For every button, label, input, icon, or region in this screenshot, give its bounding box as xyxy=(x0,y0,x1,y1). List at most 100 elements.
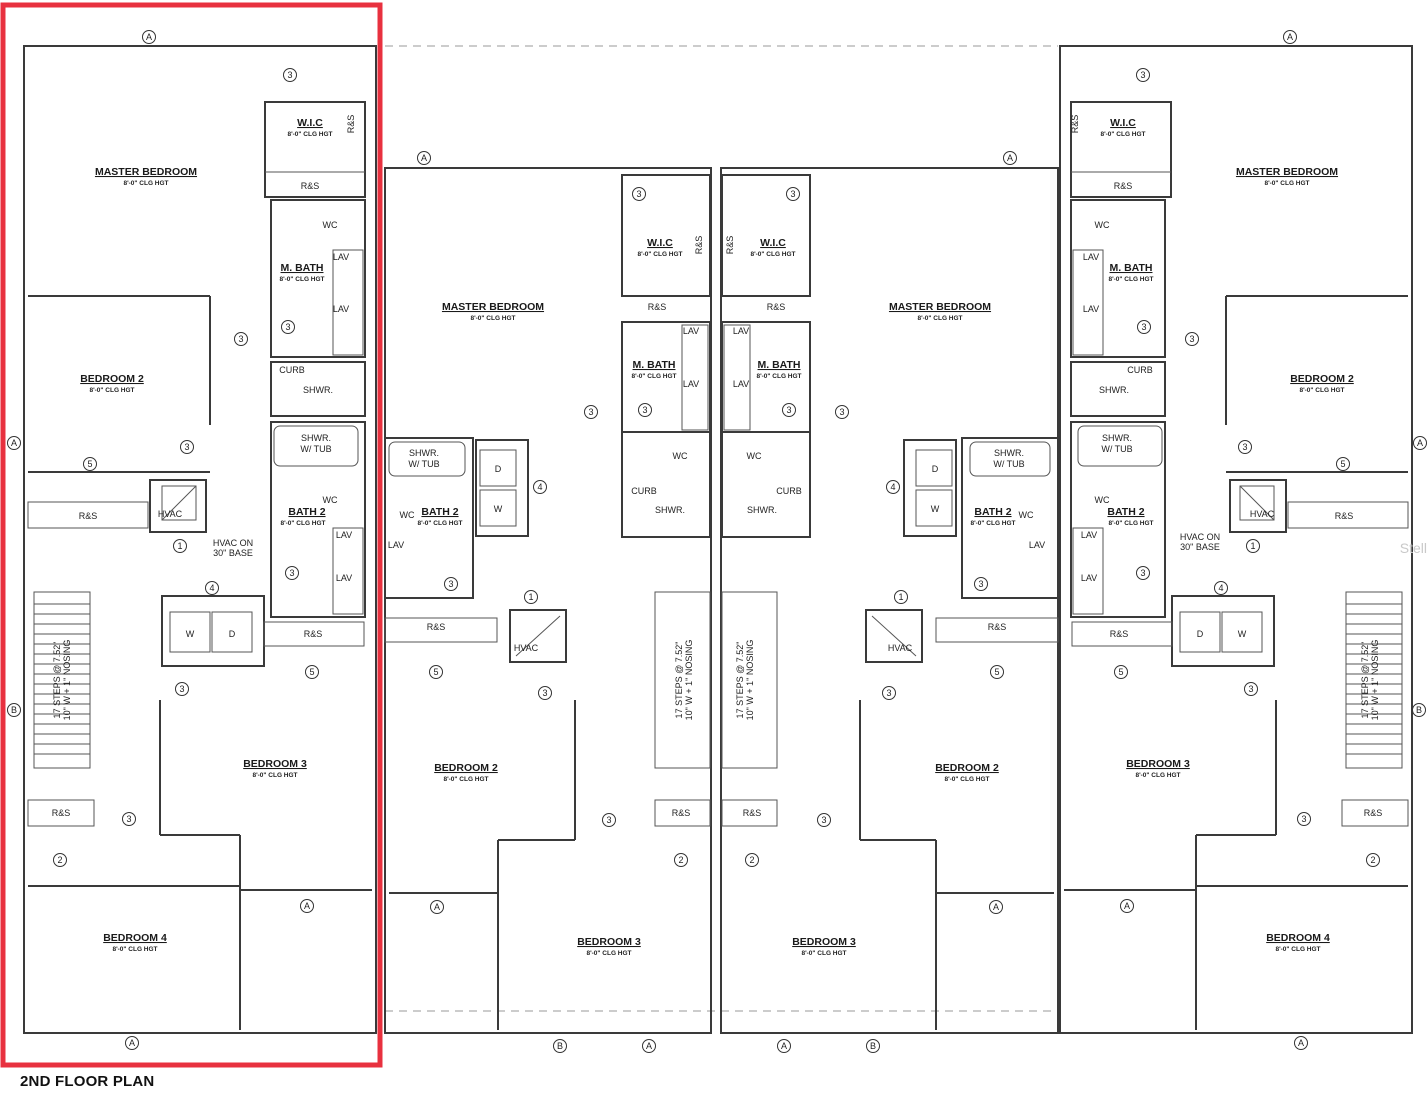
ceiling-height: 8'-0" CLG HGT xyxy=(280,520,325,527)
hvac-diagonal xyxy=(1239,485,1275,521)
lav-label: LAV xyxy=(1083,252,1099,262)
m-bath-1 xyxy=(270,199,366,358)
tag-a-label: A xyxy=(1007,153,1013,163)
hvac-label: HVAC xyxy=(1250,509,1275,519)
hvac-note: 30" BASE xyxy=(1180,542,1220,552)
tub xyxy=(388,441,466,477)
tag-4-label: 4 xyxy=(537,482,542,492)
shower-label: SHWR. xyxy=(303,385,333,395)
stairs-note: 17 STEPS @ 7.52" xyxy=(52,642,62,719)
shower-4 xyxy=(1070,361,1166,417)
shower-label: SHWR. xyxy=(655,505,685,515)
rs-shelf xyxy=(721,799,778,827)
tag-3 xyxy=(1238,440,1252,454)
tag-3 xyxy=(234,332,248,346)
stairs-3 xyxy=(721,591,778,769)
tag-3-label: 3 xyxy=(287,70,292,80)
tag-3-label: 3 xyxy=(636,189,641,199)
tag-3 xyxy=(285,566,299,580)
hvac-closet-2 xyxy=(509,609,567,663)
tag-1-label: 1 xyxy=(898,592,903,602)
dryer-label: D xyxy=(495,464,502,474)
tag-3-label: 3 xyxy=(285,322,290,332)
rs-shelf xyxy=(27,799,95,827)
stairs-note: 10" W + 1" NOSING xyxy=(62,640,72,721)
ceiling-height: 8'-0" CLG HGT xyxy=(1108,276,1153,283)
bedroom-2-label: BEDROOM 2 xyxy=(1290,373,1354,385)
tag-b xyxy=(7,703,21,717)
ceiling-height: 8'-0" CLG HGT xyxy=(252,772,297,779)
hvac-closet-3 xyxy=(865,609,923,663)
curb-label: CURB xyxy=(279,365,305,375)
tag-3-label: 3 xyxy=(790,189,795,199)
tag-3-label: 3 xyxy=(1248,684,1253,694)
ceiling-height: 8'-0" CLG HGT xyxy=(1275,946,1320,953)
master-bedroom-label: MASTER BEDROOM xyxy=(889,301,991,313)
master-bedroom-label: MASTER BEDROOM xyxy=(442,301,544,313)
tag-a xyxy=(1120,899,1134,913)
wic-label: W.I.C xyxy=(760,237,786,249)
dryer xyxy=(479,449,517,487)
tag-3 xyxy=(283,68,297,82)
rs-label: R&S xyxy=(304,629,323,639)
ceiling-height: 8'-0" CLG HGT xyxy=(586,950,631,957)
washer xyxy=(1221,611,1263,653)
tag-3 xyxy=(538,686,552,700)
tag-3 xyxy=(584,405,598,419)
hvac-closet-4 xyxy=(1229,479,1287,533)
tag-4 xyxy=(886,480,900,494)
laundry-2 xyxy=(475,439,529,537)
tag-a xyxy=(300,899,314,913)
tag-5-label: 5 xyxy=(433,667,438,677)
tag-3 xyxy=(817,813,831,827)
tag-1 xyxy=(1246,539,1260,553)
wic-3 xyxy=(721,174,811,297)
tag-3-label: 3 xyxy=(821,815,826,825)
tag-2 xyxy=(53,853,67,867)
lav-label: LAV xyxy=(1081,573,1097,583)
tag-a-label: A xyxy=(1298,1038,1304,1048)
tag-a-label: A xyxy=(781,1041,787,1051)
rs-label: R&S xyxy=(694,236,704,255)
dryer-label: D xyxy=(932,464,939,474)
vanity xyxy=(1072,527,1104,615)
tag-3-label: 3 xyxy=(839,407,844,417)
ceiling-height: 8'-0" CLG HGT xyxy=(1299,387,1344,394)
tag-5 xyxy=(990,665,1004,679)
bath-2-label: BATH 2 xyxy=(288,506,325,518)
tag-3-label: 3 xyxy=(1140,70,1145,80)
lav-label: LAV xyxy=(333,304,349,314)
tag-3 xyxy=(281,320,295,334)
tag-3 xyxy=(632,187,646,201)
m-bath-label: M. BATH xyxy=(281,262,324,274)
tag-3 xyxy=(444,577,458,591)
curb-label: CURB xyxy=(776,486,802,496)
vanity xyxy=(723,324,751,431)
tag-a-label: A xyxy=(993,902,999,912)
hvac-label: HVAC xyxy=(514,643,539,653)
bedroom-2-label: BEDROOM 2 xyxy=(434,762,498,774)
tag-2-label: 2 xyxy=(678,855,683,865)
shower-tub-label: SHWR. xyxy=(994,448,1024,458)
tag-5 xyxy=(1336,457,1350,471)
tag-3 xyxy=(1136,68,1150,82)
wc-label: WC xyxy=(400,510,415,520)
tag-3-label: 3 xyxy=(1140,568,1145,578)
stairs-2 xyxy=(654,591,711,769)
lav-label: LAV xyxy=(1081,530,1097,540)
lav-label: LAV xyxy=(388,540,404,550)
tag-3-label: 3 xyxy=(542,688,547,698)
m-bath-shower-3 xyxy=(721,431,811,538)
tag-3-label: 3 xyxy=(1141,322,1146,332)
hvac-diagonal xyxy=(515,615,561,657)
shower-tub-label: SHWR. xyxy=(409,448,439,458)
vanity xyxy=(1072,249,1104,356)
rs-shelf xyxy=(263,621,365,647)
laundry-4 xyxy=(1171,595,1275,667)
ceiling-height: 8'-0" CLG HGT xyxy=(750,251,795,258)
washer xyxy=(479,489,517,527)
hvac-diagonal xyxy=(871,615,917,657)
tag-4-label: 4 xyxy=(209,583,214,593)
tag-3 xyxy=(782,403,796,417)
